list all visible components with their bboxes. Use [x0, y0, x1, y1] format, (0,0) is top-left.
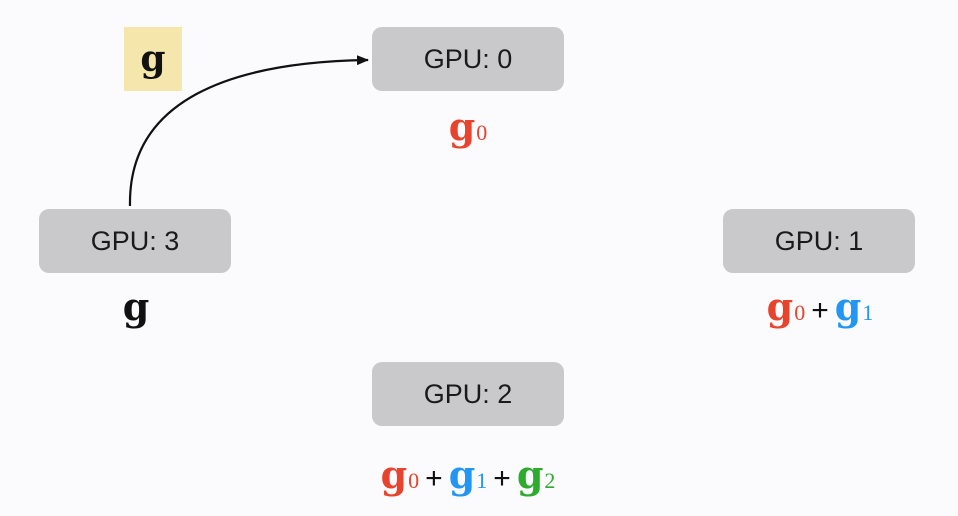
- gradient-term: g1: [449, 456, 488, 494]
- gpu-node-2: GPU: 2: [372, 362, 564, 426]
- gradient-subscript: 2: [544, 468, 556, 493]
- gpu-node-0-label: GPU: 0: [423, 43, 513, 74]
- gradient-term: g1: [835, 288, 874, 326]
- gpu3-value: g: [123, 288, 150, 326]
- gradient-symbol: g: [834, 284, 862, 329]
- gradient-subscript: 0: [794, 300, 806, 325]
- gpu-node-1: GPU: 1: [723, 209, 915, 273]
- gpu1-value: g0+g1: [767, 288, 874, 326]
- gradient-subscript: 1: [862, 300, 874, 325]
- plus-operator: +: [811, 294, 829, 327]
- gpu2-value: g0+g1+g2: [381, 456, 556, 494]
- gradient-symbol: g: [122, 284, 150, 329]
- gradient-subscript: 1: [476, 468, 488, 493]
- gradient-symbol: g: [516, 452, 544, 497]
- gradient-term: g0: [767, 288, 806, 326]
- gradient-term: g: [123, 288, 150, 326]
- gradient-subscript: 0: [476, 120, 488, 145]
- gradient-symbol: g: [766, 284, 794, 329]
- edge-gpu3-to-gpu0: [128, 55, 369, 207]
- gpu-node-3-label: GPU: 3: [90, 225, 180, 256]
- gradient-subscript: 0: [408, 468, 420, 493]
- gradient-term: g2: [517, 456, 556, 494]
- payload-label: g: [140, 38, 166, 80]
- gpu-node-2-label: GPU: 2: [423, 378, 513, 409]
- plus-operator: +: [493, 462, 511, 495]
- gradient-term: g0: [381, 456, 420, 494]
- gpu-node-3: GPU: 3: [39, 209, 231, 273]
- gradient-term: g0: [449, 108, 488, 146]
- gpu0-value: g0: [449, 108, 488, 146]
- plus-operator: +: [425, 462, 443, 495]
- gradient-symbol: g: [380, 452, 408, 497]
- gradient-symbol: g: [448, 104, 476, 149]
- gradient-symbol: g: [448, 452, 476, 497]
- gpu-node-1-label: GPU: 1: [774, 225, 864, 256]
- gpu-node-0: GPU: 0: [372, 27, 564, 91]
- payload-box: g: [124, 27, 182, 91]
